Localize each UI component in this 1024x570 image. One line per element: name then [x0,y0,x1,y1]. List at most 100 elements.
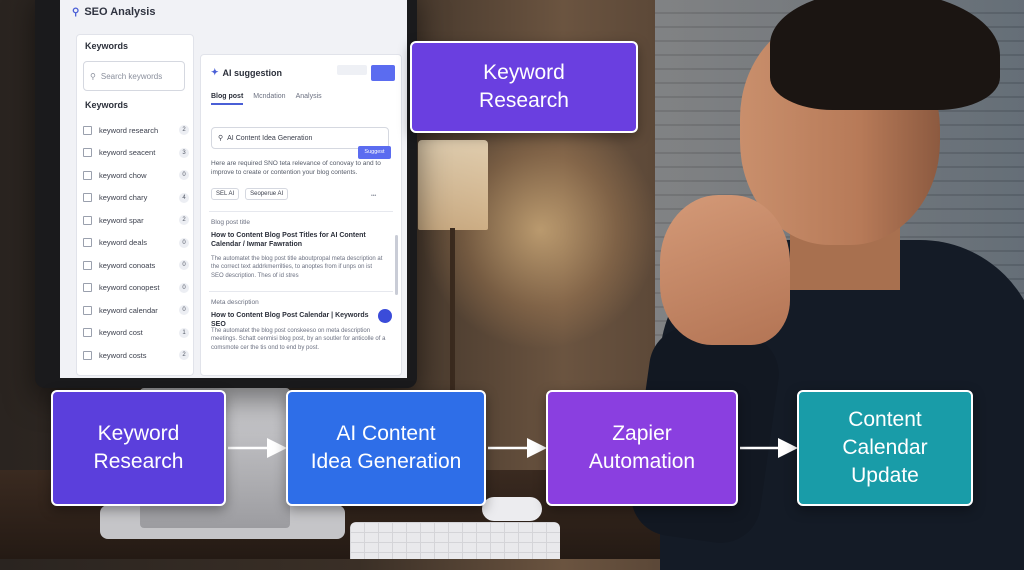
topic-input-value: AI Content Idea Generation [227,134,313,142]
keyword-list-item[interactable]: keyword calendar 0 [83,299,191,322]
keyword-search-input[interactable]: ⚲ Search keywords [83,61,185,91]
search-icon: ⚲ [218,135,224,142]
keyword-list-item[interactable]: keyword research 2 [83,119,191,142]
ai-tabs: Blog post Mcndation Analysis [211,93,322,105]
tab-analysis[interactable]: Analysis [295,93,322,100]
keyword-count-badge: 3 [179,147,189,158]
keyword-checkbox[interactable] [83,305,92,315]
keyword-count-badge: 0 [179,305,189,316]
keyword-list-item[interactable]: keyword seacent 3 [83,142,191,165]
keyword-list-item[interactable]: keyword chow 0 [83,164,191,187]
ai-chips: SEL AI Seoperue AI [211,188,289,200]
keyword-count-badge: 2 [179,350,189,361]
meta-description-title: How to Content Blog Post Calendar | Keyw… [211,312,369,329]
lamp-stand [450,228,455,393]
keywords-panel-heading: Keywords [85,41,129,51]
keyword-label: keyword spar [99,215,144,225]
keyword-label: keyword conoats [99,260,156,270]
ai-suggestion-title-text: AI suggestion [222,67,283,78]
flow-step-line: Keyword [97,422,180,445]
keyword-count-badge: 1 [179,327,189,338]
chip-seoperue-ai[interactable]: Seoperue AI [245,188,289,200]
lamp-shade [418,140,488,230]
keyword-count-badge: 0 [179,260,189,271]
keyword-label: keyword costs [99,350,147,360]
keyword-checkbox[interactable] [83,350,92,360]
ai-suggestion-title: ✦ AI suggestion [211,67,282,78]
keyword-label: keyword research [99,125,159,135]
keyword-checkbox[interactable] [83,193,92,203]
ai-suggestion-panel: ✦ AI suggestion Blog post Mcndation Anal… [200,54,402,376]
keywords-panel: Keywords ⚲ Search keywords Keywords keyw… [76,34,194,376]
flow-step-line: Update [851,464,919,487]
keyword-list-item[interactable]: keyword deals 0 [83,232,191,255]
keyword-checkbox[interactable] [83,148,92,158]
chips-meta-dots: ••• [371,193,377,199]
mouse [482,497,542,521]
panel-action-button[interactable] [337,65,367,75]
sparkle-icon: ✦ [211,67,219,77]
blog-post-title: How to Content Blog Post Titles for AI C… [211,232,366,249]
meta-description-body: The automatet the blog post conskeeso on… [211,328,386,351]
keyword-research-label: Keyword Research [410,41,638,133]
keyword-list-item[interactable]: keyword cost 1 [83,322,191,345]
keyword-checkbox[interactable] [83,260,92,270]
keyword-research-label-line: Research [479,89,569,112]
keyword-label: keyword seacent [99,148,156,158]
keyword-count-badge: 0 [179,170,189,181]
suggest-button[interactable]: Suggest [358,146,391,159]
tab-blog-post[interactable]: Blog post [211,93,244,105]
flow-step-line: Automation [588,450,696,473]
divider [209,211,393,212]
keyword-checkbox[interactable] [83,283,92,293]
blog-post-body: The automatet the blog post title aboutp… [211,256,383,279]
keyword-list-item[interactable]: keyword conopest 0 [83,277,191,300]
panel-primary-button[interactable] [371,65,395,81]
flow-step-line: Idea Generation [310,450,462,473]
keyword-label: keyword chary [99,193,148,203]
app-title-text: SEO Analysis [84,6,156,18]
monitor-screen: ⚲ SEO Analysis Keywords ⚲ Search keyword… [60,0,407,378]
person-hair [770,0,1000,110]
keyword-checkbox[interactable] [83,125,92,135]
divider [209,291,393,292]
keyword-research-label-line: Keyword [483,61,565,84]
keyword-label: keyword conopest [99,283,160,293]
keyword-checkbox[interactable] [83,238,92,248]
keyword-search-placeholder: Search keywords [100,71,163,81]
keyword-list-item[interactable]: keyword costs 2 [83,344,191,367]
flow-step-keyword-research: Keyword Research [51,390,226,506]
person-hand [660,195,790,345]
meta-description-label: Meta description [211,299,259,306]
flow-step-ai-content-idea-generation: AI Content Idea Generation [286,390,486,506]
app-title: ⚲ SEO Analysis [72,6,155,18]
keyboard [350,522,560,559]
keyword-label: keyword cost [99,328,143,338]
flow-step-line: AI Content [336,422,436,445]
keyword-label: keyword calendar [99,305,158,315]
flow-step-line: Zapier [612,422,672,445]
keyword-checkbox[interactable] [83,215,92,225]
keyword-checkbox[interactable] [83,170,92,180]
tab-mcndation[interactable]: Mcndation [253,93,286,100]
scrollbar[interactable] [395,235,398,295]
blog-post-label: Blog post title [211,219,251,226]
keyword-label: keyword chow [99,170,147,180]
chat-fab-button[interactable] [378,309,392,323]
flow-step-line: Research [93,450,184,473]
keyword-list-item[interactable]: keyword conoats 0 [83,254,191,277]
topic-input[interactable]: ⚲ AI Content Idea Generation [211,127,389,149]
keyword-checkbox[interactable] [83,328,92,338]
keyword-count-badge: 0 [179,237,189,248]
chip-sel-ai[interactable]: SEL AI [211,188,240,200]
keyword-count-badge: 2 [179,125,189,136]
flow-step-zapier-automation: Zapier Automation [546,390,738,506]
flow-step-content-calendar-update: Content Calendar Update [797,390,973,506]
flow-step-line: Content [848,408,922,431]
keyword-label: keyword deals [99,238,147,248]
keyword-count-badge: 0 [179,282,189,293]
flow-step-line: Calendar [842,436,928,459]
